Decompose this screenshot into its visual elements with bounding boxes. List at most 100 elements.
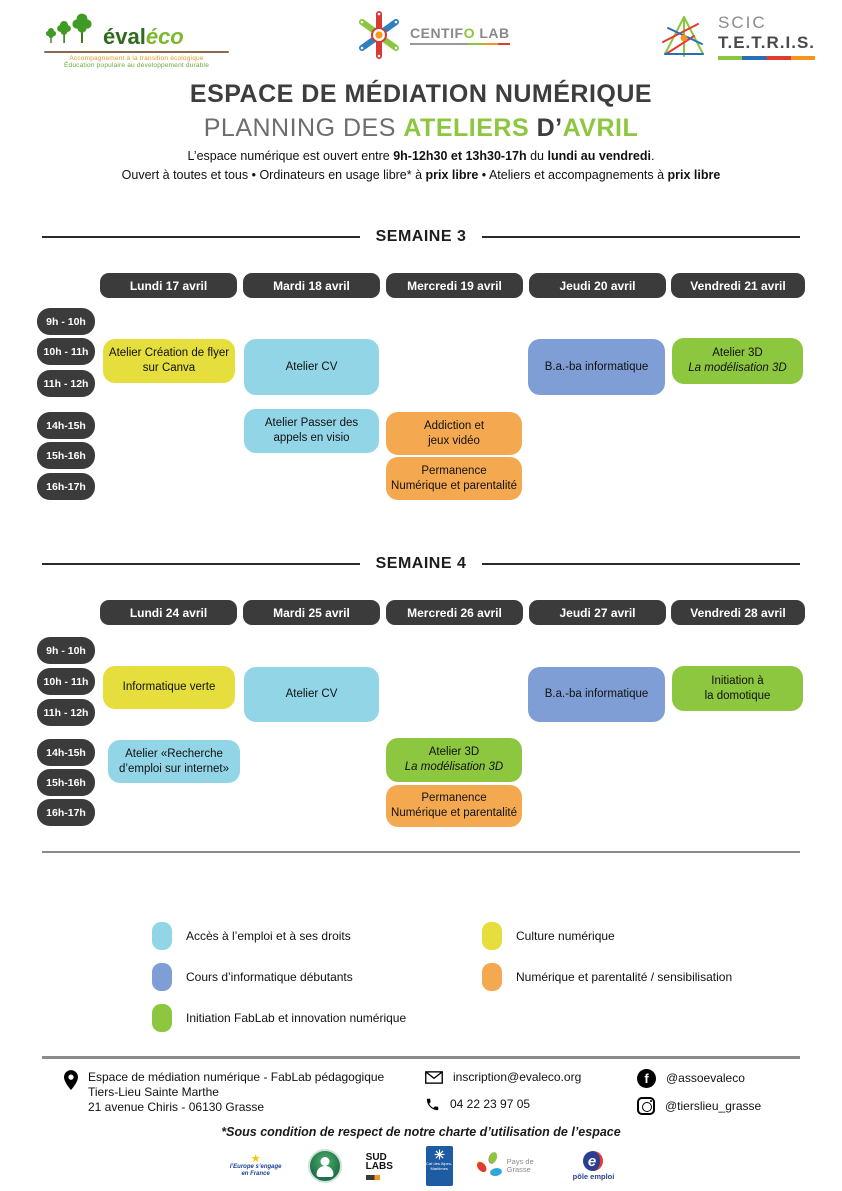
legend-label: Accès à l’emploi et à ses droits — [186, 929, 351, 943]
pole-emploi-glyph: e — [587, 1152, 597, 1170]
tetris-wordmark: SCIC T.E.T.R.I.S. — [718, 14, 816, 60]
event-title: Atelier 3D — [428, 746, 480, 759]
intro-text-segment: . — [650, 149, 655, 163]
event-title: Permanence — [421, 792, 487, 805]
legend-item-acces-emploi: Accès à l’emploi et à ses droits — [152, 922, 351, 950]
legend-label: Culture numérique — [516, 929, 615, 943]
divider-line — [482, 563, 800, 565]
intro-prix-libre-1: prix libre — [425, 168, 479, 183]
charter-footnote: *Sous condition de respect de notre char… — [221, 1125, 621, 1139]
caf-snowflake-icon — [434, 1149, 445, 1160]
legend-dot-orange — [482, 963, 502, 991]
day-pill-mardi-25: Mardi 25 avril — [243, 600, 380, 625]
evaleco-tagline-2: Éducation populaire au développement dur… — [63, 62, 210, 69]
intro-days: lundi au vendredi — [547, 149, 651, 163]
centifolab-asterisk-icon — [359, 11, 399, 59]
subtitle-ateliers: ATELIERS — [403, 114, 530, 142]
day-pill-mercredi-26: Mercredi 26 avril — [386, 600, 523, 625]
subtitle-d: D’ — [529, 114, 563, 142]
facebook-icon: f — [637, 1069, 656, 1088]
week-3-heading: SEMAINE 3 — [42, 228, 800, 246]
event-card-permanence-parentalite: Permanence Numérique et parentalité — [386, 457, 522, 500]
partner-logos-row: ★ l’Europe s’engage en France SUD LABS C… — [0, 1146, 842, 1186]
day-pill-vendredi-21: Vendredi 21 avril — [671, 273, 805, 298]
partner-logo-pays-de-grasse: Pays de Grasse — [476, 1152, 549, 1180]
event-subtitle: sur Canva — [142, 362, 196, 374]
event-subtitle: appels en visio — [273, 432, 350, 444]
facebook-handle: @assoevaleco — [666, 1071, 745, 1085]
footer-divider — [42, 1056, 800, 1059]
event-title: B.a.-ba informatique — [544, 688, 649, 701]
evaleco-name-bold: éval — [103, 24, 146, 49]
time-pill-14h-15h: 14h-15h — [37, 412, 95, 439]
week-4-heading: SEMAINE 4 — [42, 555, 800, 573]
legend-dot-lightblue — [152, 922, 172, 950]
intro-text: L’espace numérique est ouvert entre 9h-1… — [0, 147, 842, 186]
address-line-2: Tiers-Lieu Sainte Marthe — [88, 1085, 219, 1099]
intro-line-1: L’espace numérique est ouvert entre 9h-1… — [0, 147, 842, 166]
legend-label: Cours d’informatique débutants — [186, 970, 353, 984]
time-pill-15h-16h: 15h-16h — [37, 769, 95, 796]
address-line-3: 21 avenue Chiris - 06130 Grasse — [88, 1100, 265, 1114]
time-pill-11h-12h: 11h - 12h — [37, 370, 95, 397]
evaleco-name-light: éco — [145, 24, 184, 49]
day-pill-mardi-18: Mardi 18 avril — [243, 273, 380, 298]
event-title: Initiation à — [711, 674, 764, 687]
facebook-glyph: f — [644, 1071, 649, 1086]
time-pill-16h-17h: 16h-17h — [37, 473, 95, 500]
centifolab-text-1: CENTIF — [410, 25, 464, 41]
email-text: inscription@evaleco.org — [453, 1070, 582, 1084]
event-subtitle: d’emploi sur internet» — [119, 762, 229, 775]
subtitle-planning-des: PLANNING DES — [203, 114, 404, 142]
event-card-permanence-parentalite: Permanence Numérique et parentalité — [386, 785, 522, 827]
event-title: Informatique verte — [122, 681, 216, 694]
tetris-logo: SCIC T.E.T.R.I.S. — [658, 12, 816, 62]
day-pill-lundi-17: Lundi 17 avril — [100, 273, 237, 298]
event-title: Atelier 3D — [712, 347, 763, 360]
intro-text-segment: • Ateliers et accompagnements à — [478, 168, 668, 183]
evaleco-logo-top: évaléco — [44, 12, 229, 48]
event-title: Atelier Création de flyer — [108, 347, 230, 360]
time-pill-15h-16h: 15h-16h — [37, 442, 95, 469]
page-subtitle: PLANNING DES ATELIERS D’AVRIL — [0, 114, 842, 143]
legend-label: Numérique et parentalité / sensibilisati… — [516, 970, 733, 984]
intro-prix-libre-2: prix libre — [667, 168, 721, 183]
instagram-row: @tierslieu_grasse — [637, 1097, 761, 1115]
day-pill-jeudi-27: Jeudi 27 avril — [529, 600, 666, 625]
time-pill-16h-17h: 16h-17h — [37, 799, 95, 826]
week-4-title: SEMAINE 4 — [375, 555, 467, 572]
instagram-icon — [637, 1097, 655, 1115]
pays-de-grasse-flower-icon — [476, 1152, 502, 1177]
facebook-row: f @assoevaleco — [637, 1069, 745, 1088]
tetris-name-text: T.E.T.R.I.S. — [718, 33, 816, 53]
divider-line — [42, 563, 360, 565]
legend-dot-blue — [152, 963, 172, 991]
day-pill-vendredi-28: Vendredi 28 avril — [671, 600, 805, 625]
event-card-atelier-3d: Atelier 3D La modélisation 3D — [386, 738, 522, 782]
event-title: Atelier CV — [285, 688, 338, 701]
event-card-creation-flyer-canva: Atelier Création de flyer sur Canva — [103, 339, 235, 383]
event-subtitle: La modélisation 3D — [404, 761, 504, 773]
pole-emploi-e-icon: e — [583, 1151, 604, 1171]
day-pill-jeudi-20: Jeudi 20 avril — [529, 273, 666, 298]
legend-dot-green — [152, 1004, 172, 1032]
time-pill-10h-11h: 10h - 11h — [37, 338, 95, 365]
partner-logo-caf: Caf des Alpes-Maritimes — [425, 1146, 453, 1186]
address-line-1: Espace de médiation numérique - FabLab p… — [88, 1070, 385, 1084]
event-card-recherche-emploi-internet: Atelier «Recherche d’emploi sur internet… — [108, 740, 240, 783]
partner-label: Caf des Alpes-Maritimes — [426, 1161, 453, 1171]
centifolab-text-o: O — [463, 25, 475, 41]
event-title: Addiction et — [423, 419, 485, 432]
event-card-atelier-cv: Atelier CV — [244, 339, 379, 395]
day-pill-lundi-24: Lundi 24 avril — [100, 600, 237, 625]
page-title: ESPACE DE MÉDIATION NUMÉRIQUE — [189, 80, 653, 108]
event-title: B.a.-ba informatique — [544, 360, 649, 373]
event-title: Atelier Passer des — [264, 417, 359, 430]
event-subtitle: jeux vidéo — [428, 434, 480, 447]
tetris-triangle-icon — [662, 16, 704, 57]
time-pill-9h-10h: 9h - 10h — [37, 308, 95, 335]
phone-icon — [426, 1098, 439, 1111]
centifolab-underline — [410, 43, 510, 45]
partner-label: l’Europe s’engage en France — [229, 1164, 282, 1177]
event-title: Atelier CV — [285, 360, 338, 373]
